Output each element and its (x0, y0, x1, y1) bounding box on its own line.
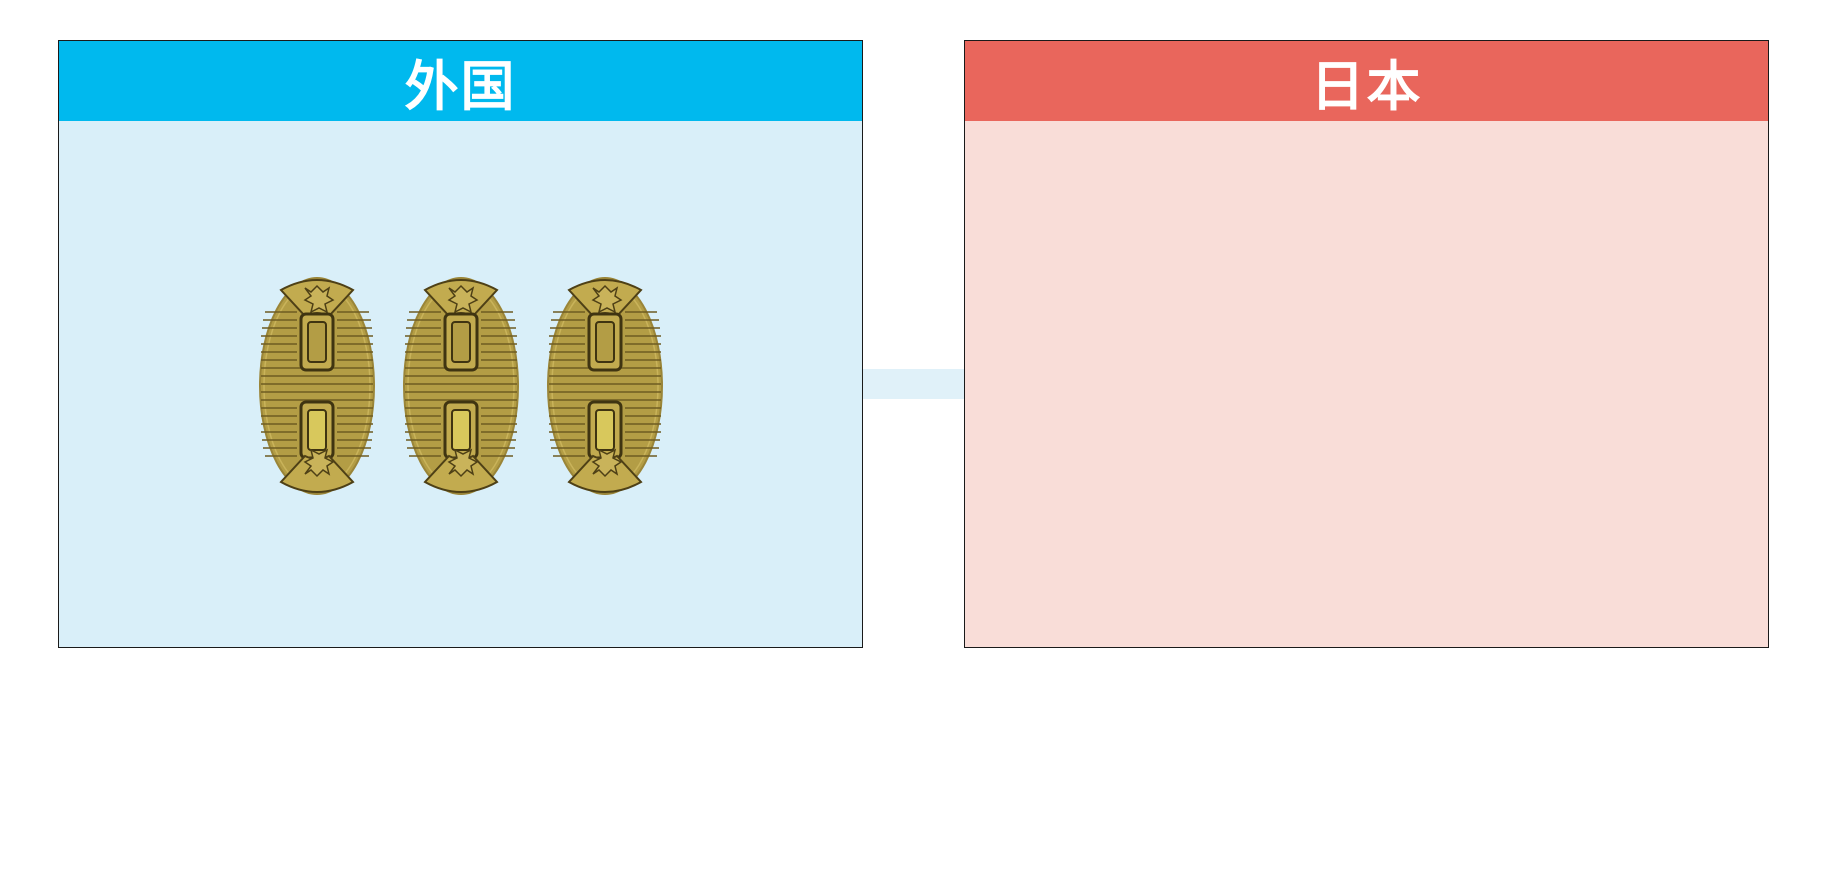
panel-foreign: 外国 (58, 40, 863, 648)
panel-japan-title: 日本 (965, 41, 1768, 121)
panel-foreign-title: 外国 (59, 41, 862, 121)
panel-japan: 日本 (964, 40, 1769, 648)
koban-coin-icon (401, 276, 521, 496)
coin-group (59, 276, 862, 506)
panel-connector (863, 369, 964, 399)
koban-coin-icon (545, 276, 665, 496)
koban-coin-icon (257, 276, 377, 496)
